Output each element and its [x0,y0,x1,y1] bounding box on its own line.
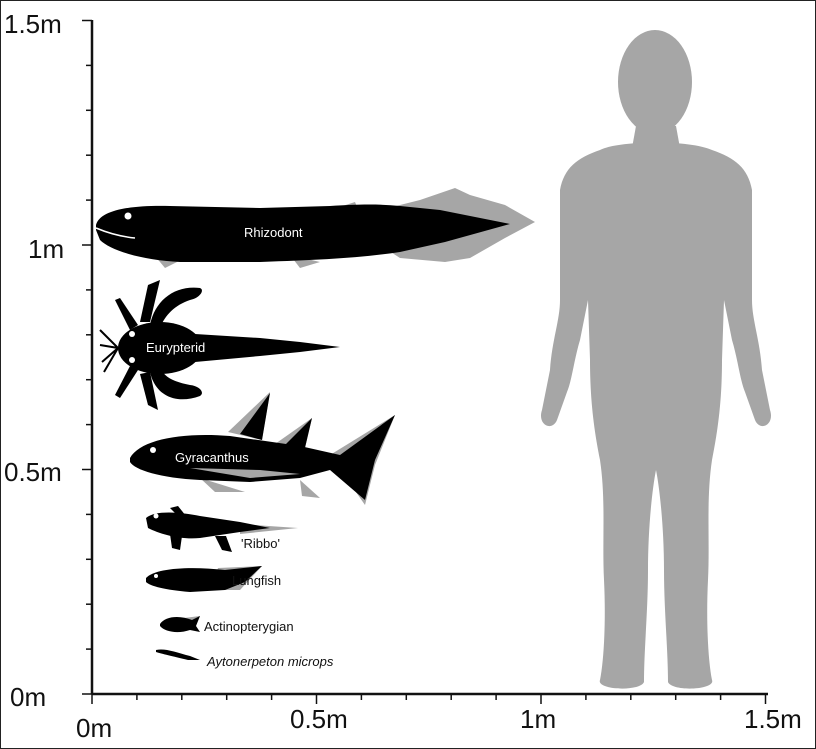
rhizodont-silhouette: Rhizodont [96,188,535,268]
x-tick-label-1: 1m [520,704,556,734]
y-tick-label-0-5: 0.5m [4,457,62,487]
y-tick-label-0: 0m [10,682,46,712]
x-tick-label-0: 0m [76,713,112,743]
actinopterygian-label: Actinopterygian [204,619,294,634]
gyracanthus-silhouette: Gyracanthus [130,392,395,505]
human-silhouette [541,30,771,689]
rhizodont-label: Rhizodont [244,225,303,240]
x-tick-label-0-5: 0.5m [290,704,348,734]
y-tick-label-1-5: 1.5m [4,9,62,39]
ribbo-label: 'Ribbo' [241,536,280,551]
x-tick-label-1-5: 1.5m [744,704,802,734]
actinopterygian-silhouette: Actinopterygian [160,616,294,634]
ribbo-silhouette: 'Ribbo' [146,506,298,552]
aytonerpeton-label: Aytonerpeton microps [206,654,334,669]
lungfish-silhouette: Lungfish [146,566,281,592]
eurypterid-silhouette: Eurypterid [100,280,340,410]
y-tick-label-1: 1m [28,234,64,264]
lungfish-label: Lungfish [232,573,281,588]
aytonerpeton-silhouette: Aytonerpeton microps [156,649,334,669]
eurypterid-label: Eurypterid [146,340,205,355]
gyracanthus-label: Gyracanthus [175,450,249,465]
